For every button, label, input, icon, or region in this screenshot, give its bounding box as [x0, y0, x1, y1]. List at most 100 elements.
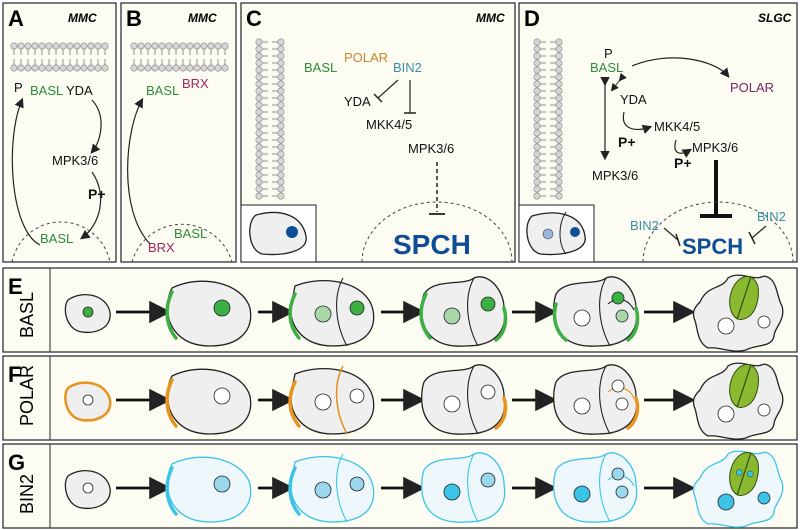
inhibit-bin2-yda	[377, 79, 399, 99]
inset-cell	[249, 211, 307, 256]
yda-label: YDA	[66, 83, 93, 98]
cell-outline	[290, 367, 375, 435]
mpk-label-right: MPK3/6	[692, 140, 738, 155]
panel-c-tag: MMC	[476, 11, 505, 25]
polarity-crescent	[165, 378, 178, 428]
nucleus	[573, 309, 591, 327]
panel-d-tag: SLGC	[758, 11, 792, 25]
nucleus	[349, 300, 365, 316]
row-letter: G	[8, 450, 25, 475]
yda-label: YDA	[344, 94, 371, 109]
row-frame	[2, 267, 798, 353]
nucleus	[443, 395, 461, 413]
p-plus-label: P+	[88, 186, 106, 202]
polarity-crescent	[552, 302, 568, 342]
polarity-crescent	[288, 380, 301, 428]
nucleus	[82, 394, 94, 406]
division-plane	[599, 365, 611, 435]
panel-c: C MMC BASL POLAR BIN2 YDA MKK4/5 MPK3/6 …	[240, 6, 513, 263]
cell-stage-5	[552, 452, 638, 523]
basl-label: BASL	[146, 83, 179, 98]
spch-label: SPCH	[393, 229, 471, 260]
basl-label: BASL	[30, 83, 63, 98]
basl-nucleus-label: BASL	[174, 226, 207, 241]
nucleus	[615, 397, 629, 411]
nucleus	[611, 291, 625, 305]
stomata	[729, 276, 759, 320]
nucleus	[314, 393, 332, 411]
cell-outline	[420, 452, 506, 523]
nucleus	[611, 379, 625, 393]
panel-letter-d: D	[524, 6, 540, 31]
polarity-crescent	[165, 290, 178, 340]
phospho-p-label: P	[604, 46, 613, 61]
inset-cell	[526, 212, 586, 256]
nucleus	[82, 482, 94, 494]
arrow-basl-to-polar	[631, 57, 730, 78]
panel-b: B MMC BASL BRX BASL BRX	[126, 6, 233, 263]
cell-stage-3	[288, 365, 375, 435]
nucleus	[480, 384, 496, 400]
cell-stage-4	[420, 364, 508, 435]
cell-outline	[420, 364, 506, 435]
cell-stage-4	[419, 276, 508, 347]
panel-b-tag: MMC	[188, 11, 217, 25]
panel-a: A MMC P BASL YDA MPK3/6 P+ BASL	[8, 6, 111, 263]
p-plus-label-1: P+	[618, 134, 636, 150]
arrow-basl-to-membrane	[11, 97, 41, 246]
cell-outline	[290, 279, 375, 347]
stomata	[729, 364, 759, 408]
row-label: POLAR	[17, 365, 37, 426]
mkk-label: MKK4/5	[654, 119, 700, 134]
basl-label: BASL	[590, 60, 623, 75]
yda-label: YDA	[620, 92, 647, 107]
arrow-to-membrane	[127, 97, 151, 245]
polarity-crescent	[165, 466, 178, 516]
arrow-yda-to-mpk	[90, 99, 102, 154]
row-frame	[2, 355, 798, 441]
bin2-label: BIN2	[393, 60, 422, 75]
cell-stage-6	[692, 450, 784, 528]
cell-stage-6	[692, 274, 784, 352]
cell-stage-2	[165, 368, 252, 435]
phospho-p-label: P	[14, 80, 23, 95]
division-plane	[599, 277, 611, 347]
row-label: BIN2	[17, 474, 37, 514]
inset-nucleus-faint	[542, 228, 554, 240]
nucleus	[314, 481, 332, 499]
division-plane	[599, 453, 611, 523]
polar-label: POLAR	[730, 80, 774, 95]
division-plane	[467, 277, 479, 347]
panel-letter-b: B	[126, 6, 142, 31]
nucleus	[611, 467, 625, 481]
brx-label: BRX	[182, 76, 209, 91]
arrow-mpk-to-basl	[80, 171, 102, 240]
nucleus	[213, 475, 231, 493]
cell-outline	[290, 455, 375, 523]
nucleus	[757, 315, 771, 329]
row-letter: E	[8, 274, 23, 299]
spch-label: SPCH	[682, 234, 743, 259]
mkk-label: MKK4/5	[366, 117, 412, 132]
arrow-mkk-to-mpk	[674, 139, 693, 158]
nucleus-outline	[11, 221, 111, 263]
brx-nucleus-label: BRX	[148, 240, 175, 255]
cell-stage-2	[165, 280, 252, 347]
cell-stage-2	[165, 456, 252, 523]
nucleus	[615, 485, 629, 499]
cell-stage-1	[64, 294, 111, 334]
cell-stage-1	[64, 381, 112, 422]
mpk-label: MPK3/6	[52, 153, 98, 168]
nucleus	[314, 305, 332, 323]
cell-stage-1	[64, 470, 111, 510]
nucleus	[615, 309, 629, 323]
arrow-yda-to-mkk	[622, 111, 653, 134]
nucleus	[480, 296, 496, 312]
nucleus	[757, 403, 771, 417]
polarity-crescent	[288, 292, 301, 340]
division-plane	[336, 277, 348, 347]
row-label: BASL	[17, 292, 37, 338]
polar-label: POLAR	[344, 50, 388, 65]
